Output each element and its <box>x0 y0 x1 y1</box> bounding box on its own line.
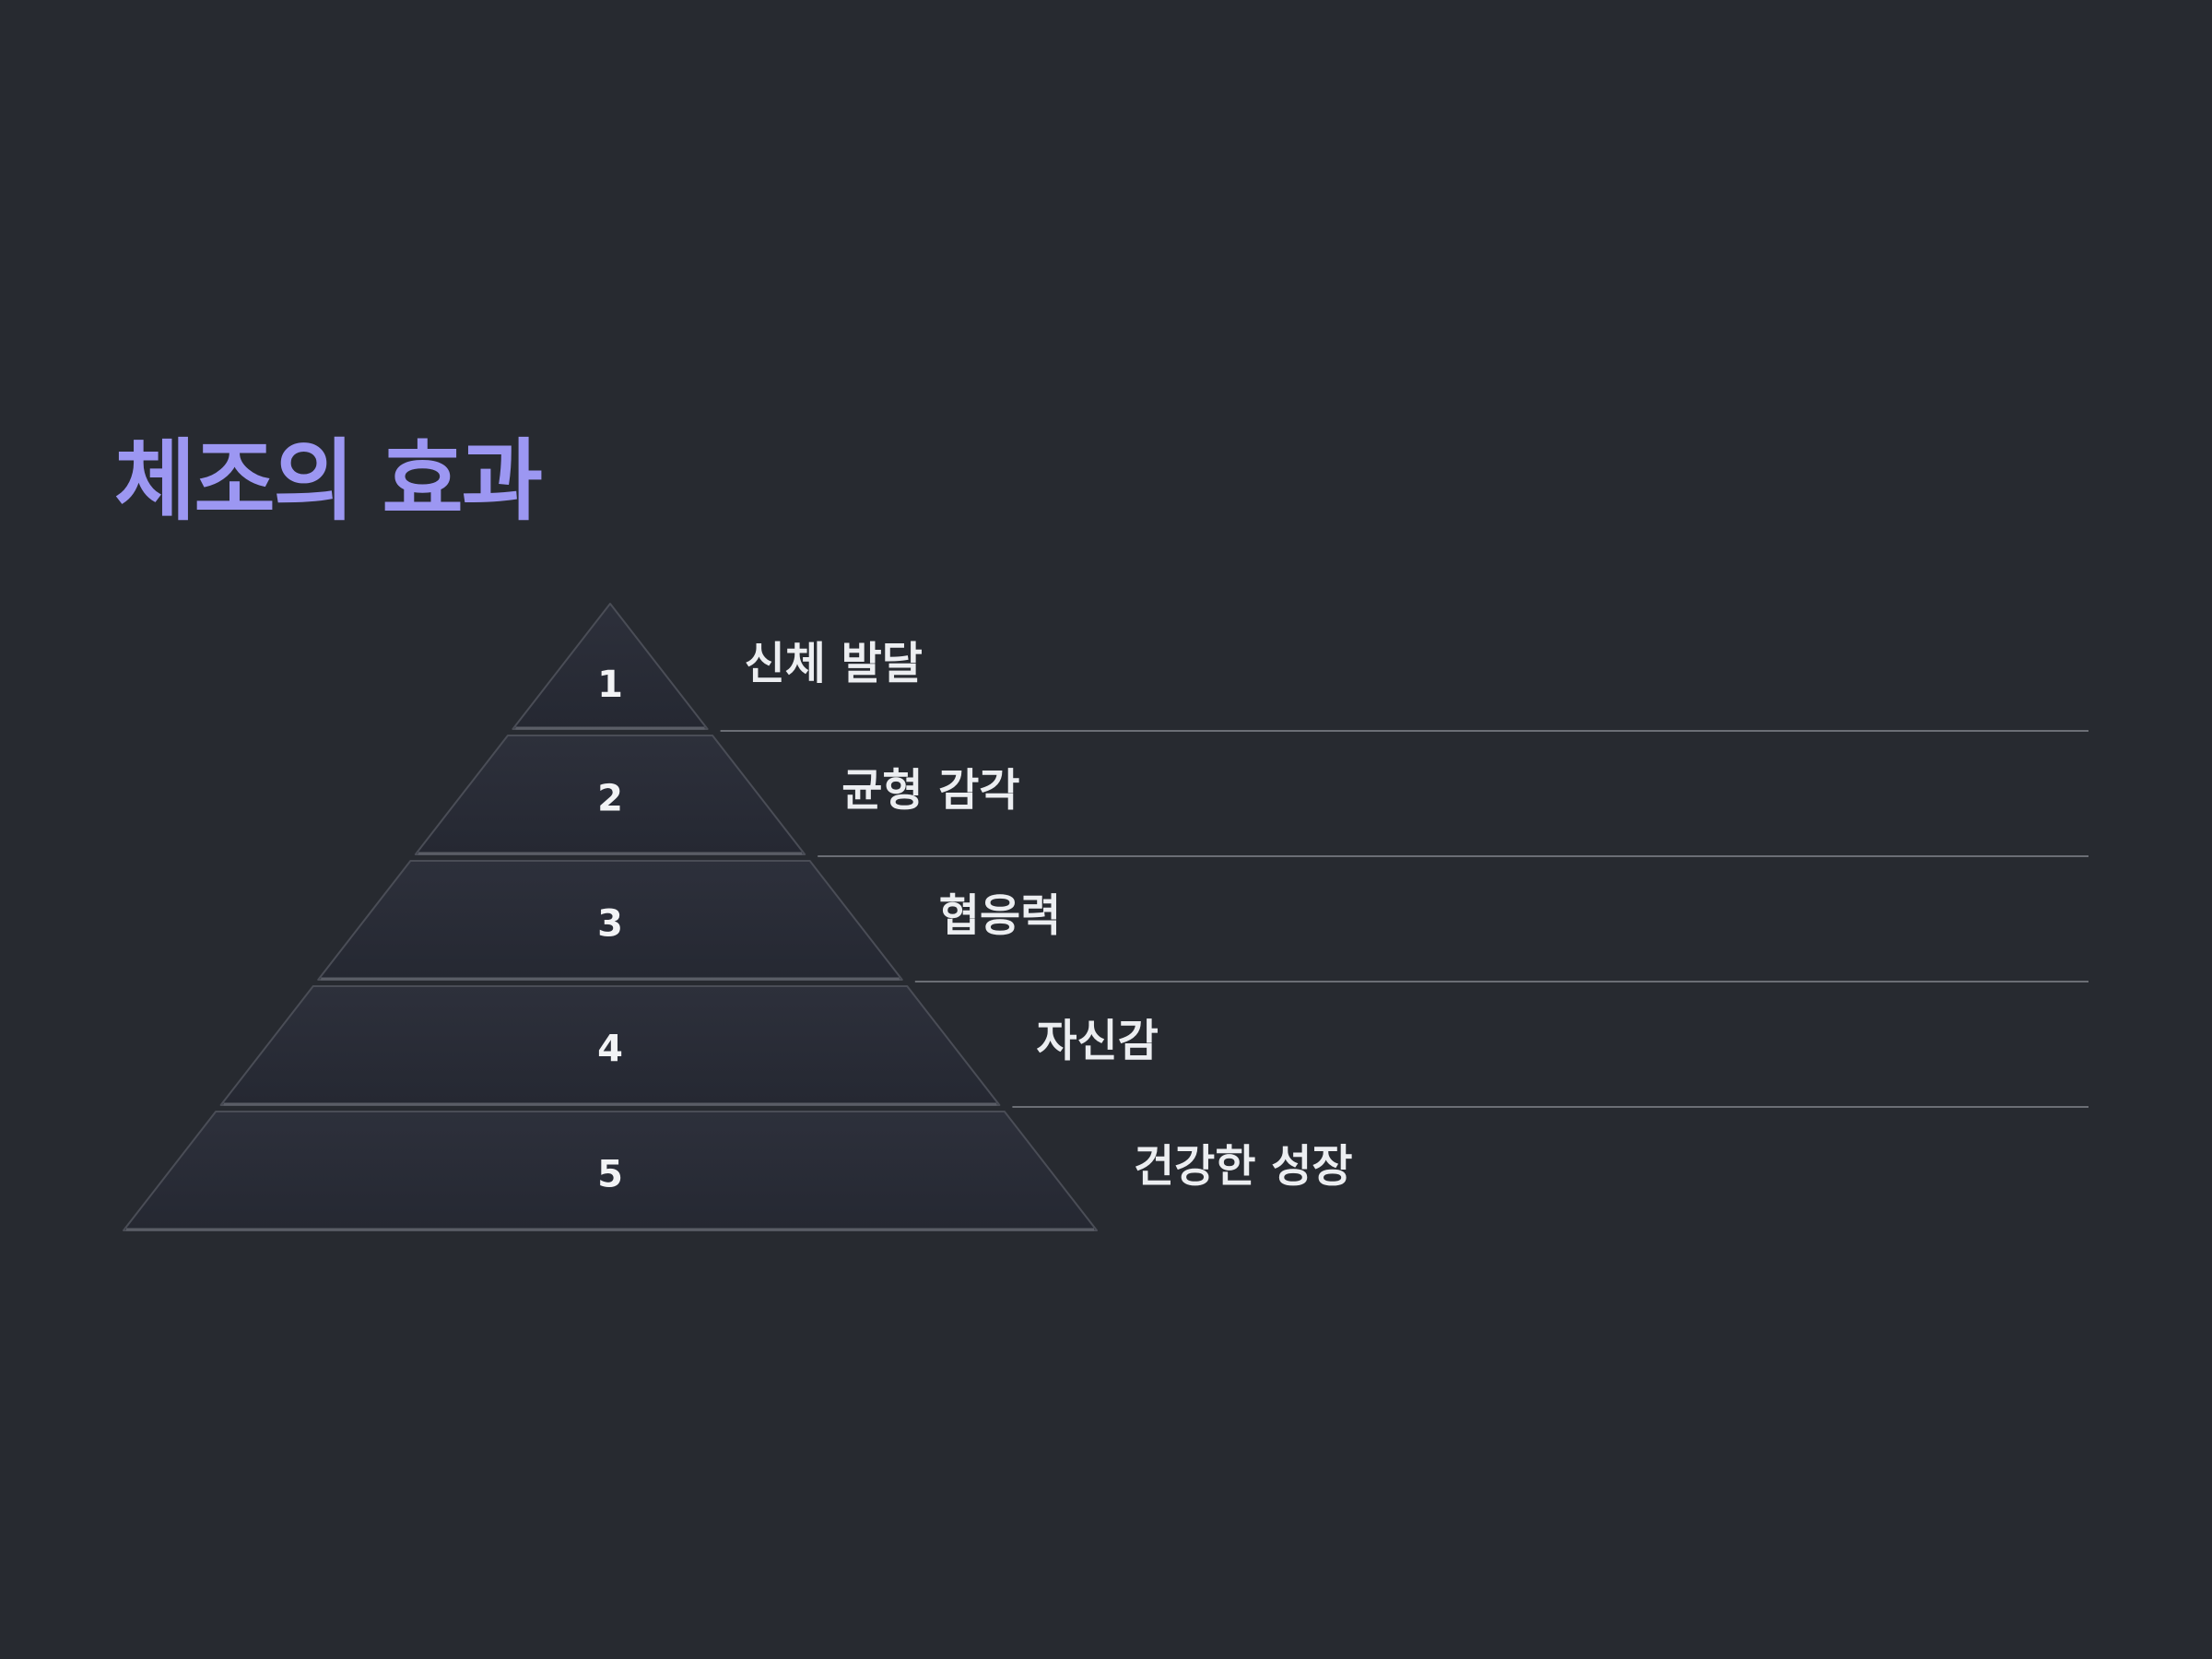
pyramid-level: 3 협응력 <box>317 860 2088 982</box>
pyramid-level: 4 자신감 <box>219 985 2088 1108</box>
level-number: 2 <box>597 778 623 820</box>
level-number: 5 <box>597 1154 623 1196</box>
level-number: 1 <box>597 664 623 706</box>
level-label: 자신감 <box>1036 1016 1158 1067</box>
pyramid-level: 2 균형 감각 <box>414 735 2088 857</box>
pyramid-level: 1 신체 발달 <box>512 603 2088 732</box>
pyramid-level-shape <box>123 1111 1098 1231</box>
level-label: 협응력 <box>939 890 1061 942</box>
slide-title: 체조의 효과 <box>114 429 543 533</box>
level-label: 신체 발달 <box>745 638 923 689</box>
pyramid-level: 5 건강한 성장 <box>123 1111 1353 1231</box>
level-label: 균형 감각 <box>841 765 1019 817</box>
level-number: 4 <box>597 1029 623 1071</box>
level-number: 3 <box>597 903 623 946</box>
level-label: 건강한 성장 <box>1134 1141 1353 1193</box>
pyramid-level-shape <box>219 985 1001 1106</box>
pyramid-level-shape <box>317 860 903 981</box>
pyramid-level-shape <box>414 735 806 855</box>
